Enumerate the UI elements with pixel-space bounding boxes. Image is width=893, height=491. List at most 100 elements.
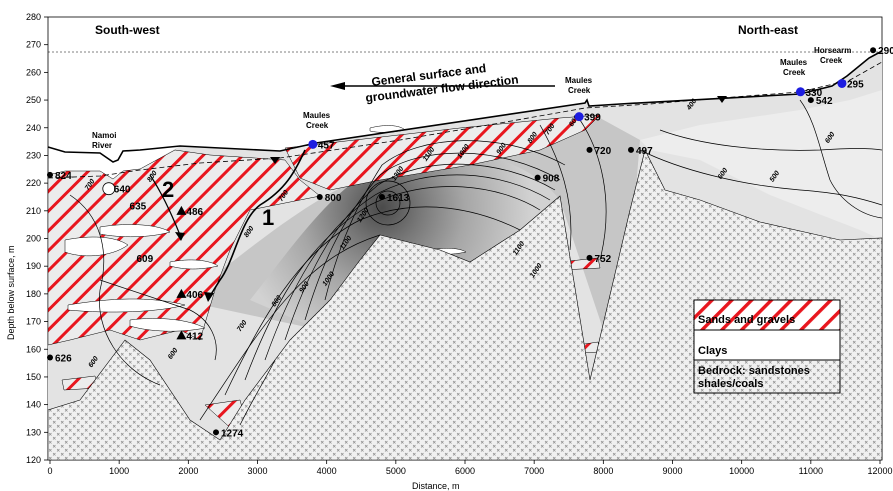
bore-marker (316, 193, 323, 200)
flow-path-1-arrow (204, 292, 214, 302)
bore-marker-triangle (176, 205, 187, 215)
bore-label: 486 (186, 207, 203, 218)
namoi-label-line2: River (92, 141, 112, 150)
horsearm-label-line2: Creek (820, 56, 843, 65)
bore-label: 1613 (387, 193, 410, 204)
maules-label-3-line2: Creek (783, 68, 806, 77)
path-2-label: 2 (162, 177, 174, 202)
y-tick-label: 270 (26, 40, 41, 50)
path-1-label: 1 (262, 205, 274, 230)
legend-sands-swatch (693, 299, 841, 331)
x-tick-label: 8000 (593, 466, 613, 476)
legend: Sands and gravels Clays Bedrock: sandsto… (693, 299, 841, 394)
bore-label: 330 (805, 88, 822, 99)
flow-path-2-arrow (175, 232, 185, 241)
bore-label: 609 (136, 254, 153, 265)
maules-label-1-line2: Creek (306, 121, 329, 130)
bore-label: 640 (114, 185, 131, 196)
water-table (47, 61, 883, 179)
y-tick-label: 280 (26, 12, 41, 22)
x-tick-label: 9000 (662, 466, 682, 476)
bore-label: 626 (55, 354, 72, 365)
y-tick-label: 260 (26, 67, 41, 77)
flow-path-2 (149, 174, 181, 236)
bore-marker (213, 429, 219, 436)
y-tick-label: 140 (26, 400, 41, 410)
y-tick-label: 150 (26, 372, 41, 382)
y-tick-label: 240 (26, 123, 41, 133)
bore-label: 908 (543, 174, 560, 185)
bore-label: 635 (130, 201, 147, 212)
sand-gravel-upper (284, 114, 601, 191)
bore-marker (379, 193, 385, 200)
legend-clays-label: Clays (698, 345, 727, 357)
legend-sands-label: Sands and gravels (698, 314, 795, 326)
bore-marker (586, 146, 593, 153)
bore-label: 295 (847, 79, 864, 90)
bore-label: 412 (186, 331, 203, 342)
bores: 824 640 635 486 609 406 412 626 1274 457 800 1613 90… (47, 46, 893, 439)
maules-label-3-line1: Maules (780, 58, 808, 67)
bore-label: 824 (55, 171, 72, 182)
bore-marker (870, 47, 877, 54)
y-tick-label: 170 (26, 317, 41, 327)
water-table-marker-2 (717, 96, 727, 103)
bore-label: 399 (584, 113, 601, 124)
bore-marker-creek (795, 87, 805, 97)
bedrock (47, 149, 883, 461)
legend-clays-swatch (693, 329, 841, 361)
bore-marker (628, 146, 634, 153)
bore-label: 1274 (221, 428, 244, 439)
bore-label: 457 (318, 140, 335, 151)
x-tick-label: 3000 (247, 466, 267, 476)
bore-marker (534, 174, 541, 181)
flow-arrow-head (330, 82, 345, 90)
bore-marker-triangle (176, 288, 187, 298)
x-tick-label: 0 (47, 466, 52, 476)
legend-bedrock-line2: shales/coals (698, 378, 763, 390)
x-tick-label: 6000 (455, 466, 475, 476)
x-tick-label: 5000 (386, 466, 406, 476)
bore-marker (586, 254, 593, 261)
bore-label: 290 (878, 46, 893, 57)
maules-label-2-line2: Creek (568, 86, 591, 95)
y-tick-label: 120 (26, 455, 41, 465)
y-tick-label: 200 (26, 234, 41, 244)
y-axis-label: Depth below surface, m (6, 245, 16, 340)
ne-heading: North-east (738, 23, 798, 37)
y-tick-label: 190 (26, 261, 41, 271)
bore-marker-creek (574, 112, 584, 122)
bore-marker (807, 97, 814, 104)
x-tick-label: 10000 (729, 466, 754, 476)
y-tick-label: 250 (26, 95, 41, 105)
y-tick-label: 220 (26, 178, 41, 188)
x-tick-label: 1000 (109, 466, 129, 476)
bore-marker (47, 171, 53, 178)
bore-label: 752 (595, 254, 612, 265)
sw-heading: South-west (95, 23, 160, 37)
legend-bedrock-line1: Bedrock: sandstones (698, 365, 810, 377)
contour-lines (69, 99, 883, 426)
x-tick-label: 12000 (867, 466, 892, 476)
x-tick-label: 7000 (524, 466, 544, 476)
water-table-marker (270, 157, 280, 164)
bore-marker (47, 354, 53, 361)
y-tick-label: 230 (26, 150, 41, 160)
y-tick-label: 210 (26, 206, 41, 216)
x-tick-label: 11000 (799, 466, 823, 476)
bore-label: 406 (186, 290, 203, 301)
bore-marker-triangle (176, 330, 187, 340)
y-tick-label: 160 (26, 344, 41, 354)
x-tick-label: 4000 (317, 466, 337, 476)
legend-bedrock-swatch (693, 359, 841, 394)
maules-label-2-line1: Maules (565, 76, 593, 85)
x-axis-label: Distance, m (412, 481, 460, 491)
bore-label: 800 (325, 193, 342, 204)
y-axis-ticks: 2802702602502402302202102001901801701601… (26, 12, 48, 465)
bore-label: 542 (816, 96, 833, 107)
bore-marker-creek (308, 139, 318, 149)
bore-label: 497 (636, 146, 653, 157)
flow-path-1 (209, 149, 306, 297)
ne-zone (640, 90, 882, 240)
